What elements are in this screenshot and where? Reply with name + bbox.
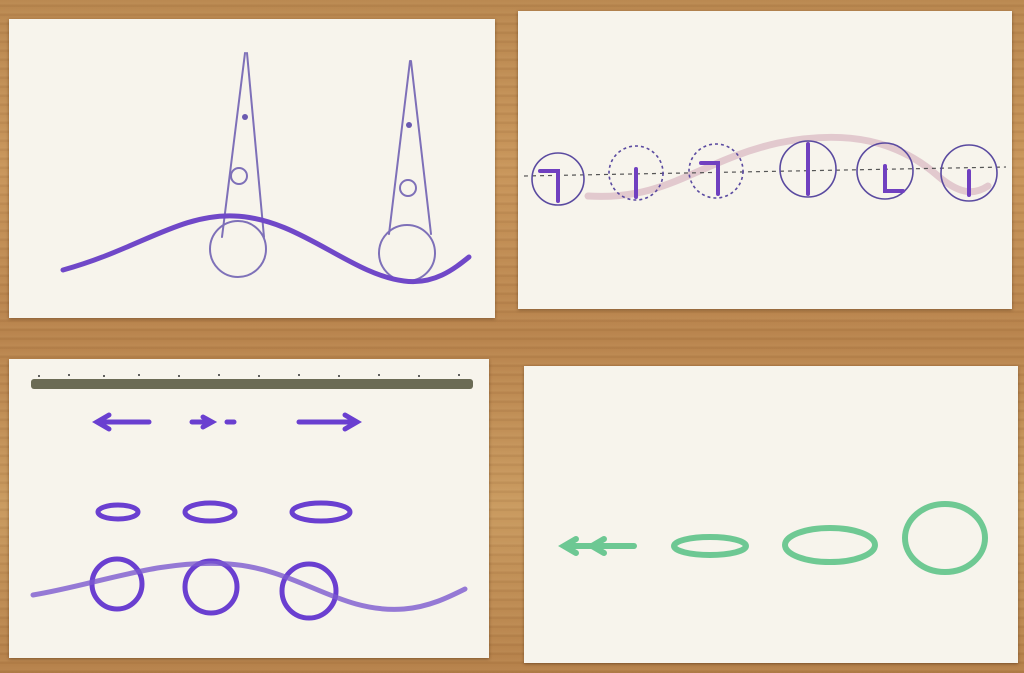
right-string-b bbox=[410, 60, 432, 235]
ground-dots bbox=[38, 374, 460, 377]
card-water-wave-orbits bbox=[9, 359, 489, 658]
faint-wave bbox=[584, 133, 992, 200]
circle-4 bbox=[779, 140, 837, 198]
ellipse-1 bbox=[95, 502, 141, 522]
ellipse-2 bbox=[182, 500, 238, 524]
wave-line bbox=[30, 560, 468, 612]
left-big-ring bbox=[209, 220, 267, 278]
rotating-circles-drawing bbox=[523, 133, 1007, 206]
pendulum-drawing bbox=[60, 52, 472, 285]
circle-5 bbox=[856, 142, 914, 200]
left-string-b bbox=[246, 52, 265, 238]
green-orbits-drawing bbox=[558, 501, 988, 575]
radius-3 bbox=[699, 161, 720, 196]
card-growing-orbits bbox=[524, 366, 1018, 663]
orbit-3 bbox=[279, 561, 339, 621]
radius-5 bbox=[883, 164, 905, 193]
circle-1 bbox=[531, 152, 585, 206]
orbit-2 bbox=[182, 558, 240, 616]
circle-6 bbox=[940, 144, 998, 202]
left-string-a bbox=[221, 52, 246, 238]
dashed-axis bbox=[523, 166, 1007, 177]
green-ellipse-2 bbox=[671, 534, 749, 558]
green-circle-4 bbox=[902, 501, 988, 575]
right-string-a bbox=[388, 60, 411, 235]
ground-strip bbox=[31, 379, 473, 389]
circle-3 bbox=[688, 143, 744, 199]
radius-1 bbox=[538, 169, 560, 203]
right-small-ring bbox=[399, 179, 417, 197]
right-big-ring bbox=[378, 224, 436, 282]
orbit-1 bbox=[89, 556, 145, 612]
water-orbits-drawing bbox=[30, 374, 473, 621]
green-ellipse-3 bbox=[782, 525, 878, 565]
ellipse-3 bbox=[289, 500, 353, 524]
card-rotating-circles bbox=[518, 11, 1012, 309]
wave-line bbox=[60, 213, 472, 285]
card-pendulum-wave bbox=[9, 19, 495, 318]
circle-2 bbox=[608, 145, 664, 201]
left-small-ring bbox=[230, 167, 248, 185]
